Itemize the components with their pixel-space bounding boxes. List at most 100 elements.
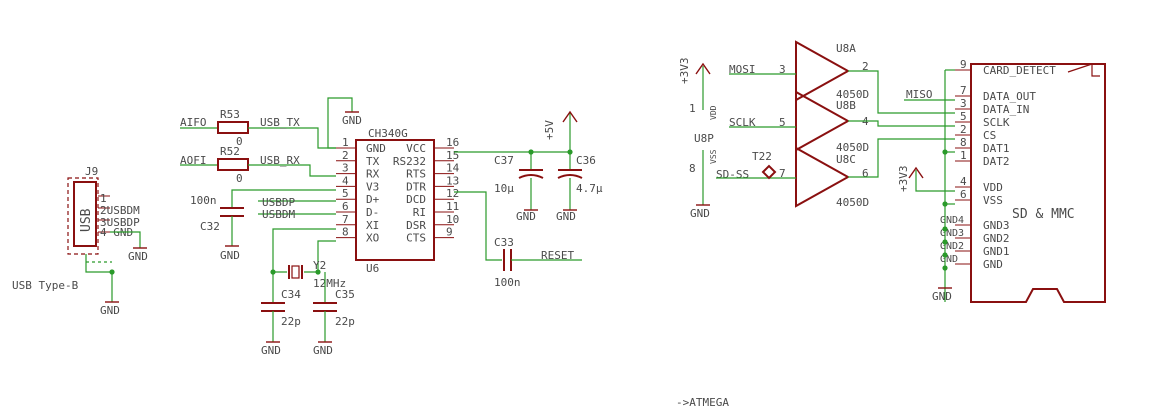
c34-gnd: GND [261,344,281,357]
u8b-part: 4050D [836,141,869,154]
r52-ref: R52 [220,145,240,158]
sd-pin-name: GND1 [983,245,1010,258]
ch340-left-pin-name: RX [366,168,380,181]
u8p-gnd: GND [690,207,710,220]
c35-value: 22p [335,315,355,328]
u8p-ref: U8P [694,132,714,145]
c37-value: 10µ [494,182,514,195]
ch340-right-pin-name: RS232 [393,155,426,168]
card-detect-switch [1067,63,1100,77]
sd-pin-name: CARD_DETECT [983,64,1056,77]
ch340-left-pin-num: 5 [342,187,349,200]
y2-value: 12MHz [313,277,346,290]
j9-ref: J9 [85,165,98,178]
capacitor-c37: C37 10µ GND [494,152,544,223]
ch340-left-pin-num: 4 [342,174,349,187]
ch340-left-pin-num: 7 [342,213,349,226]
ch340-left-pin-num: 1 [342,136,349,149]
resistor-r53: AIFO R53 0 USB_TX [180,108,336,149]
capacitor-c32: 100n C32 GND [190,189,336,262]
u8b-pin-in: 5 [779,116,786,129]
sd-pin-num: 3 [960,97,967,110]
u8a-ref: U8A [836,42,856,55]
c32-ref: C32 [200,220,220,233]
net-aofi: AOFI [180,154,207,167]
c34-ref: C34 [281,288,301,301]
sd-pin-num: 9 [960,58,967,71]
sd-pin-name: GND3 [983,219,1010,232]
sd-card-title: SD & MMC [1012,207,1075,222]
ch340-left-pin-num: 2 [342,149,349,162]
ch340-gnd-label: GND [342,114,362,127]
c36-value: 4.7µ [576,182,603,195]
capacitor-c34: C34 22p GND [261,272,301,357]
u8c-pin-in: 7 [779,167,786,180]
net-usbdp: USBDP [262,196,295,209]
net-sclk: SCLK [729,116,756,129]
c32-value: 100n [190,194,217,207]
c33-ref: C33 [494,236,514,249]
usb-gnd-label: GND [128,250,148,263]
supply-5v: +5V [543,120,556,140]
c36-gnd: GND [556,210,576,223]
c37-gnd: GND [516,210,536,223]
usb-connector: J9 USB 1 2USBDM 3USBDP 4 GND GND USB Typ… [12,165,148,317]
capacitor-c33: C33 100n RESET [454,191,582,289]
usb-pin-1: 1 [100,192,107,205]
usb-pin-2: 2USBDM [100,204,140,217]
ch340-right-pin-num: 16 [446,136,459,149]
ch340-left-pin-name: D- [366,206,379,219]
ch340-right-pin-name: RTS [406,168,426,181]
net-usb-tx: USB_TX [260,116,300,129]
usb-connector-body [67,177,99,255]
u8b-ref: U8B [836,99,856,112]
sd-pin-num: GND4 [940,215,964,226]
ch340-left-pin-num: 6 [342,200,349,213]
sd-pin-name: VDD [983,181,1003,194]
sd-pin-name: DAT1 [983,142,1010,155]
net-sd-ss: SD-SS [716,168,749,181]
r52-value: 0 [236,172,243,185]
usb-pin-3: 3USBDP [100,216,140,229]
sd-pin-name: CS [983,129,996,142]
t22-ref: T22 [752,150,772,163]
ch340g-ref: U6 [366,262,379,275]
buffer-u8c [795,146,851,208]
ch340-right-pin-num: 9 [446,226,453,239]
capacitor-c36: C36 4.7µ GND [556,152,603,223]
buffer-u8b [795,90,851,152]
u8c-part: 4050D [836,196,869,209]
ch340-left-pin-name: XO [366,232,379,245]
c32-gnd: GND [220,249,240,262]
c35-ref: C35 [335,288,355,301]
usb-connector-frame [73,181,97,247]
u8p-vdd: VDD [709,105,718,120]
ch340-right-pin-name: DTR [406,180,426,193]
net-usbdm: USBDM [262,208,295,221]
crystal-y2: Y2 12MHz [270,228,346,290]
sd-pin-num: 4 [960,175,967,188]
sd-pin-num: 1 [960,149,967,162]
ch340-right-pin-name: DCD [406,193,426,206]
sd-card-body [970,63,1106,303]
c33-value: 100n [494,276,521,289]
supply-3v3-a: +3V3 [678,58,691,85]
u8a-pin-in: 3 [779,63,786,76]
ch340-right-pin-name: DSR [406,219,426,232]
ch340-right-pin-name: VCC [406,142,426,155]
ch340-left-pin-num: 8 [342,226,349,239]
ch340-right-pin-num: 13 [446,174,459,187]
r53-ref: R53 [220,108,240,121]
capacitor-c35: C35 22p GND [313,272,355,357]
sd-pin-num: 8 [960,136,967,149]
sd-pin-name: DATA_IN [983,103,1029,116]
net-atmega: ->ATMEGA [676,396,729,409]
buffer-4050: +3V3 VDD VSS 1 8 U8P GND U8A U8B U8C 405… [678,40,955,220]
u8p-vss: VSS [709,149,718,164]
y2-ref: Y2 [313,259,326,272]
supply-3v3-b: +3V3 [897,166,910,193]
ch340-left-pin-name: V3 [366,180,379,193]
u8p-pin-1: 1 [689,102,696,115]
u8c-pin-out: 6 [862,167,869,180]
